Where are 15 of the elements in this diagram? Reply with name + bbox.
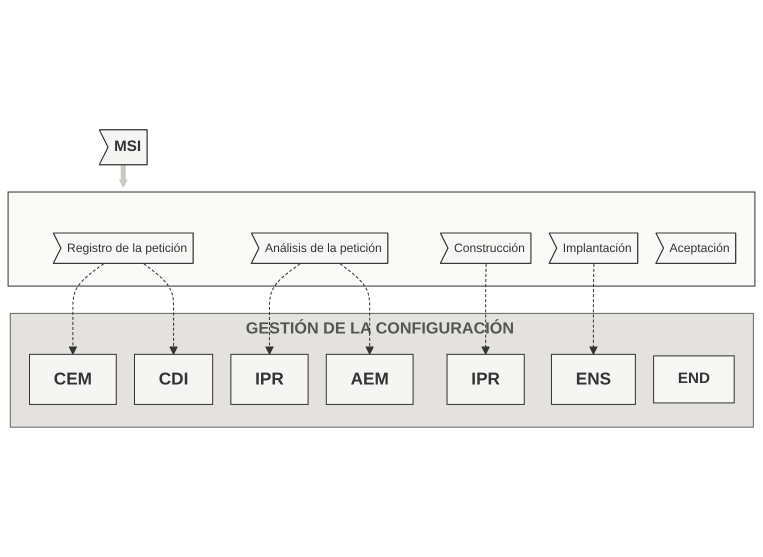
cluster bbox=[8, 192, 756, 287]
arrow bbox=[68, 263, 104, 355]
node-box: IPR bbox=[446, 354, 525, 405]
node-box: CDI bbox=[134, 354, 214, 405]
arrow bbox=[481, 264, 490, 355]
node-box: IPR bbox=[230, 354, 309, 405]
node-box: CEM bbox=[29, 354, 117, 405]
node-box: AEM bbox=[326, 354, 414, 405]
node-box: ENS bbox=[550, 354, 636, 405]
node-box: END bbox=[653, 355, 735, 404]
arrow bbox=[340, 263, 374, 355]
arrow bbox=[118, 164, 128, 188]
arrow bbox=[265, 263, 300, 355]
arrow bbox=[144, 263, 178, 355]
arrow bbox=[588, 264, 598, 355]
